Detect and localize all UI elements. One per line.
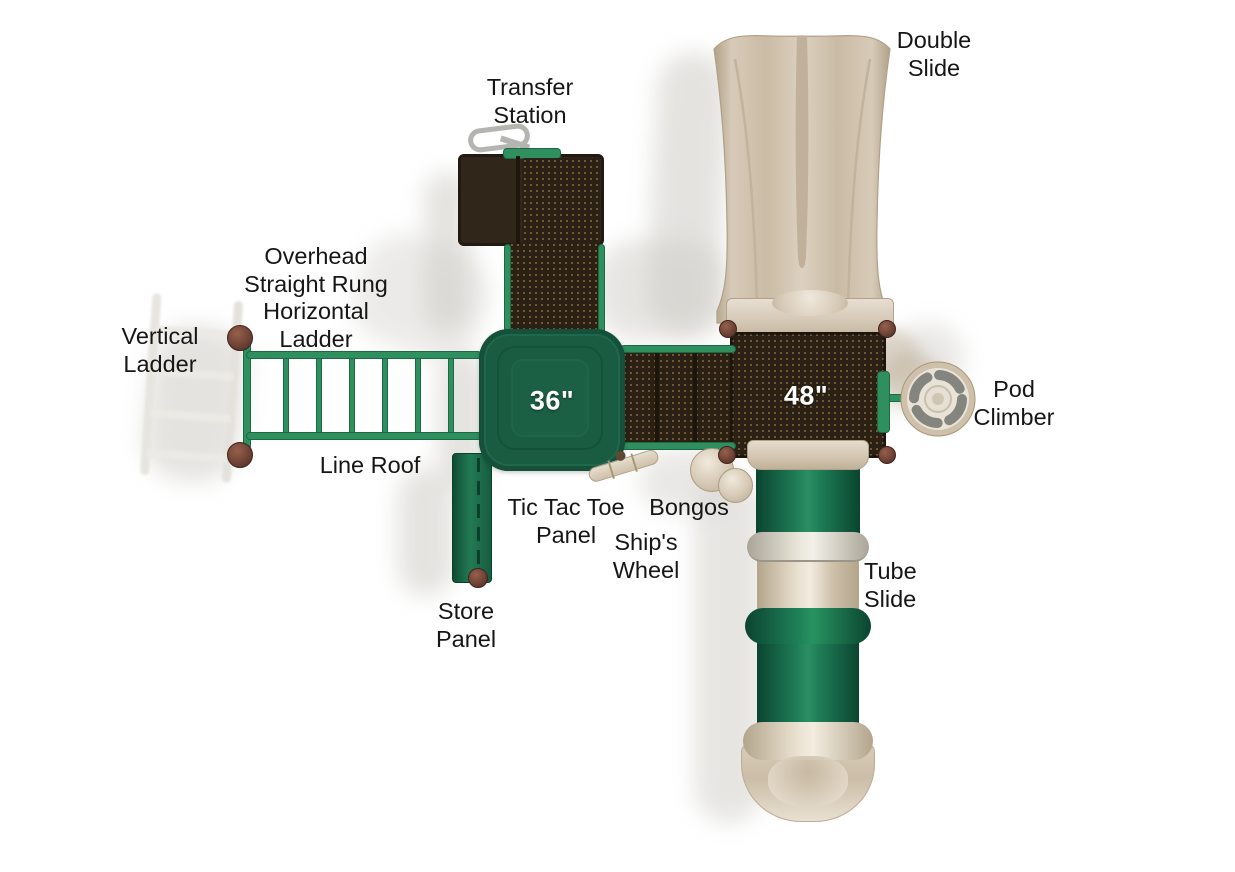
deck-48: [730, 332, 886, 458]
transfer-station-seam: [516, 156, 520, 244]
post-cap: [878, 446, 896, 464]
vertical-ladder-rail: [139, 293, 162, 476]
store-panel-hinge: [477, 458, 480, 578]
bridge-seam: [693, 352, 697, 444]
transfer-station-edge-green: [598, 244, 605, 334]
horizontal-ladder-rung: [283, 356, 289, 435]
double-slide-channel-line: [846, 58, 872, 308]
post-cap: [719, 320, 737, 338]
label-overhead-ladder: Overhead Straight Rung Horizontal Ladder: [244, 243, 388, 352]
ladder-post-cap: [227, 325, 253, 351]
horizontal-ladder-rung: [382, 356, 388, 435]
post-cap: [718, 446, 736, 464]
post-cap: [878, 320, 896, 338]
pod-climber-bracket: [877, 371, 890, 433]
tube-slide-ring: [747, 532, 869, 562]
bongo-drum-small: [718, 468, 753, 503]
roof-36-top-face: [511, 359, 589, 437]
shadow-slide-base: [596, 240, 726, 340]
horizontal-ladder-rung: [415, 356, 421, 435]
label-vertical-ladder: Vertical Ladder: [121, 323, 199, 377]
tube-slide-ring-beige: [743, 722, 873, 760]
label-store-panel: Store Panel: [435, 598, 497, 652]
horizontal-ladder-rung: [349, 356, 355, 435]
label-ships-wheel: Ship's Wheel: [612, 529, 680, 583]
label-bongos: Bongos: [649, 494, 729, 520]
roof-36-label: 36": [529, 385, 575, 416]
deck-48-slide-hood: [747, 440, 869, 470]
ladder-post-cap: [227, 442, 253, 468]
vertical-ladder-rung: [149, 409, 231, 423]
vertical-ladder-rung: [147, 449, 228, 463]
bridge-seam: [655, 352, 659, 444]
transfer-station-upper-deck: [522, 158, 600, 242]
label-double-slide: Double Slide: [896, 27, 972, 81]
tube-slide-exit-tongue: [768, 756, 848, 808]
store-panel-cap: [468, 568, 488, 588]
tube-slide-segment-green: [757, 634, 859, 736]
store-panel: [452, 453, 492, 583]
label-tic-tac-toe-panel: Tic Tac Toe Panel: [507, 494, 625, 548]
deck-48-label: 48": [783, 380, 829, 411]
roof-36-inner-line: [497, 346, 603, 450]
horizontal-ladder-rung: [316, 356, 322, 435]
transfer-station-lower-deck: [509, 242, 601, 336]
bridge-deck: [622, 352, 734, 444]
pod-climber-slots: [909, 370, 967, 428]
double-slide-base-hump: [772, 290, 848, 316]
transfer-station-edge-green: [504, 244, 511, 334]
double-slide-divider: [795, 36, 809, 269]
pod-climber: [900, 361, 976, 437]
roof-36: [479, 329, 625, 471]
horizontal-ladder-rung: [448, 356, 454, 435]
shadow-store-panel: [398, 468, 454, 596]
label-line-roof: Line Roof: [319, 452, 421, 478]
label-pod-climber: Pod Climber: [973, 376, 1055, 430]
tube-slide-ring-green: [745, 608, 871, 644]
horizontal-ladder-rail-bottom: [246, 432, 482, 440]
label-transfer-station: Transfer Station: [486, 74, 574, 128]
double-slide: [713, 35, 891, 324]
label-tube-slide: Tube Slide: [864, 558, 917, 612]
bridge-rail-top: [620, 345, 736, 353]
double-slide-channel-line: [733, 58, 759, 308]
